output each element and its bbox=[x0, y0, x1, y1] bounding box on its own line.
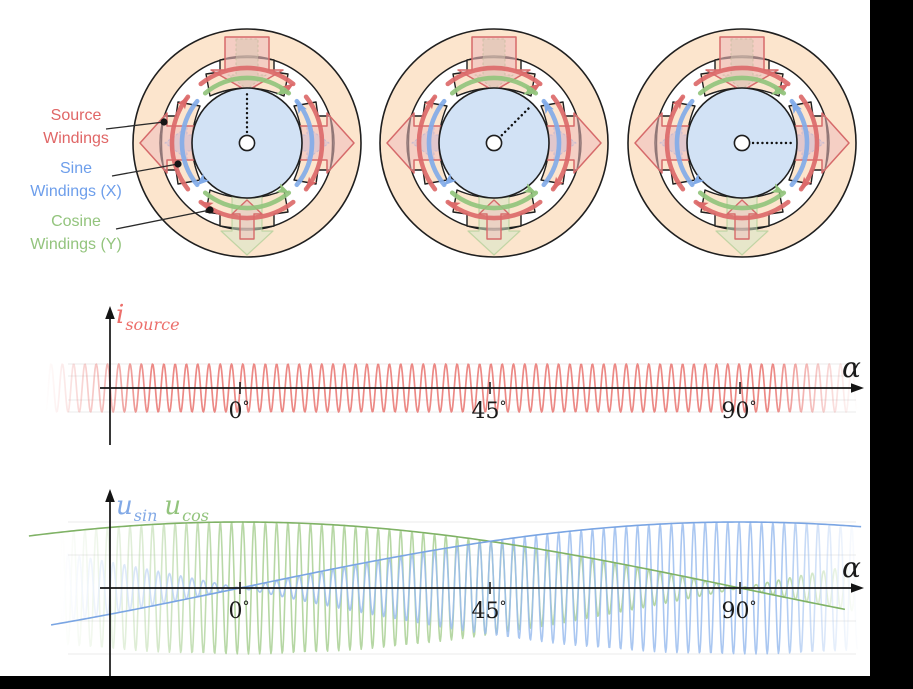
source-winding-coil-right bbox=[550, 94, 572, 192]
source-winding-coil-left-arrowhead bbox=[672, 95, 684, 110]
source-winding-coil-top bbox=[445, 65, 543, 87]
source-winding-coil-left bbox=[416, 94, 438, 192]
legend-source-windings: Source Windings bbox=[14, 104, 138, 150]
sine-winding-coil-right bbox=[541, 98, 562, 188]
sine-winding-coil-left bbox=[179, 98, 200, 188]
x-axis-label-alpha: α bbox=[842, 351, 861, 384]
source-winding-coil-right-arrowhead bbox=[800, 176, 812, 191]
x-tick-label-0deg: 0° bbox=[229, 599, 250, 624]
cosine-winding-coil-top-arrowhead bbox=[522, 85, 537, 95]
source-winding-coil-top-arrowhead bbox=[280, 83, 295, 95]
figure-canvas: Source Windings Sine Windings (X) Cosine… bbox=[0, 0, 870, 676]
rotor-shaft bbox=[733, 134, 751, 152]
rotor-shaft bbox=[238, 134, 256, 152]
u_sin-envelope bbox=[50, 521, 862, 626]
sine-winding-coil-left-arrowhead bbox=[691, 173, 705, 186]
legend-sine-line1: Sine bbox=[59, 160, 93, 177]
legend-sine-windings: Sine Windings (X) bbox=[14, 157, 138, 203]
source-winding-coil-bottom-arrowhead bbox=[446, 201, 461, 212]
source-winding-coil-left bbox=[169, 94, 191, 192]
legend-sine-line2: Windings (X) bbox=[30, 183, 122, 200]
source-winding-coil-left-arrowhead bbox=[177, 95, 189, 110]
legend-source-line1: Source bbox=[50, 107, 102, 124]
rotor-shaft bbox=[485, 134, 503, 152]
sine-winding-coil-left bbox=[674, 98, 695, 188]
source-current-plot: 0° 45° 90° α isource bbox=[45, 300, 864, 445]
source-winding-coil-right-arrowhead bbox=[305, 176, 317, 191]
source-winding-coil-left bbox=[664, 94, 686, 192]
source-winding-coil-right-arrowhead bbox=[552, 176, 564, 191]
cosine-winding-coil-bottom-arrowhead bbox=[275, 183, 290, 194]
legend-source-line2: Windings bbox=[43, 130, 109, 147]
cosine-winding-coil-bottom bbox=[449, 190, 539, 211]
x-axis-arrowhead bbox=[851, 383, 864, 393]
sine-winding-coil-right-arrowhead bbox=[791, 100, 802, 114]
cosine-winding-coil-bottom bbox=[202, 190, 292, 211]
x-axis-label-alpha: α bbox=[842, 551, 861, 584]
resolver-cross-section-90deg bbox=[627, 28, 857, 258]
x-tick-label-0deg: 0° bbox=[229, 399, 250, 424]
legend-cosine-windings: Cosine Windings (Y) bbox=[14, 210, 138, 256]
cosine-winding-coil-top-arrowhead bbox=[275, 85, 290, 95]
source-winding-coil-top-arrowhead bbox=[527, 83, 542, 95]
sine-winding-coil-right-arrowhead bbox=[296, 100, 307, 114]
sine-winding-coil-right bbox=[294, 98, 315, 188]
source-winding-coil-bottom-arrowhead bbox=[694, 201, 709, 212]
y-axis-label: isource bbox=[116, 300, 180, 334]
x-tick-label-45deg: 45° bbox=[472, 599, 507, 624]
cosine-winding-coil-bottom-arrowhead bbox=[522, 183, 537, 194]
sine-winding-coil-left-arrowhead bbox=[196, 173, 210, 186]
y-axis-arrowhead bbox=[105, 306, 115, 319]
sine-winding-coil-right bbox=[789, 98, 810, 188]
i_source-carrier-wave bbox=[45, 363, 858, 413]
source-winding-coil-bottom bbox=[445, 199, 543, 221]
x-tick-label-90deg: 90° bbox=[722, 399, 757, 424]
resolver-cross-section-0deg bbox=[132, 28, 362, 258]
source-winding-coil-right bbox=[303, 94, 325, 192]
cosine-winding-coil-bottom bbox=[697, 190, 787, 211]
sine-winding-coil-left bbox=[426, 98, 447, 188]
u_cos-carrier-wave bbox=[55, 521, 859, 655]
source-winding-coil-bottom bbox=[693, 199, 791, 221]
y-axis-arrowhead bbox=[105, 489, 115, 502]
source-winding-coil-top bbox=[693, 65, 791, 87]
rotor-angle-indicator bbox=[500, 105, 532, 137]
u_cos-envelope bbox=[28, 521, 846, 611]
source-winding-coil-top-arrowhead bbox=[775, 83, 790, 95]
x-tick-label-90deg: 90° bbox=[722, 599, 757, 624]
source-winding-coil-left-arrowhead bbox=[424, 95, 436, 110]
sine-winding-coil-right-arrowhead bbox=[543, 100, 554, 114]
cosine-winding-coil-bottom-arrowhead bbox=[770, 183, 785, 194]
x-tick-label-45deg: 45° bbox=[472, 399, 507, 424]
resolver-cross-section-45deg bbox=[379, 28, 609, 258]
u_sin-carrier-wave bbox=[55, 521, 859, 655]
cosine-winding-coil-top-arrowhead bbox=[770, 85, 785, 95]
sine-winding-coil-left-arrowhead bbox=[443, 173, 457, 186]
source-winding-coil-top bbox=[198, 65, 296, 87]
legend-cosine-line1: Cosine bbox=[51, 213, 101, 230]
x-axis-arrowhead bbox=[851, 583, 864, 593]
source-winding-coil-right bbox=[798, 94, 820, 192]
legend-cosine-line2: Windings (Y) bbox=[30, 236, 122, 253]
